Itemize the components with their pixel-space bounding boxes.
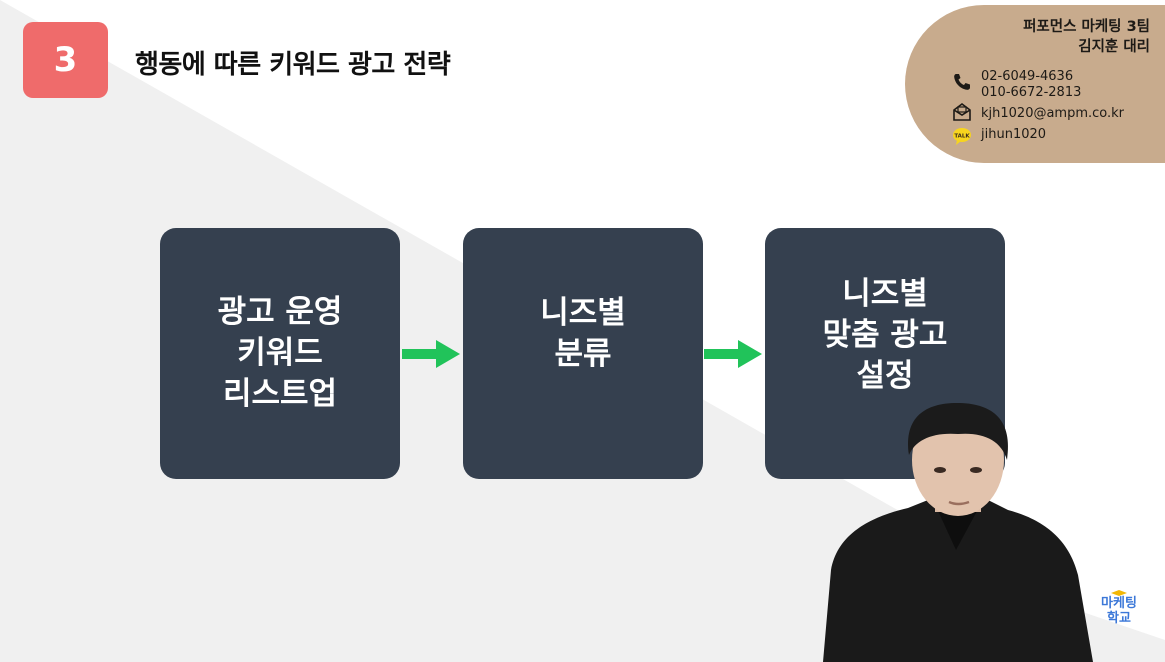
contact-team: 퍼포먼스 마케팅 3팀 <box>1023 19 1150 35</box>
logo-line-2: 학교 <box>1107 611 1131 626</box>
logo-line-1: 마케팅 <box>1101 596 1137 611</box>
flow-step-line: 설정 <box>856 358 914 394</box>
flow-step-keyword-listup: 광고 운영 키워드 리스트업 <box>160 228 400 479</box>
contact-panel: 퍼포먼스 마케팅 3팀 김지훈 대리 02-6049-4636 010-6672… <box>905 5 1165 163</box>
contact-office-phone: 02-6049-4636 <box>981 69 1074 84</box>
slide-title: 행동에 따른 키워드 광고 전략 <box>135 50 451 80</box>
contact-name: 김지훈 대리 <box>1078 39 1150 55</box>
flow-step-needs-classification: 니즈별 분류 <box>463 228 703 479</box>
flow-step-line: 광고 운영 <box>217 294 343 330</box>
contact-mobile-phone: 010-6672-2813 <box>981 85 1082 100</box>
presenter-video <box>823 402 1093 662</box>
kakaotalk-icon: TALK <box>953 128 971 145</box>
contact-email: kjh1020@ampm.co.kr <box>981 106 1125 121</box>
phone-icon <box>954 74 970 90</box>
flow-step-line: 리스트업 <box>222 376 338 412</box>
marketing-school-logo: 마케팅 학교 <box>1094 590 1144 636</box>
flow-arrow-icon <box>402 340 460 368</box>
flow-step-line: 니즈별 <box>842 276 928 312</box>
contact-kakao-id: jihun1020 <box>981 127 1047 142</box>
flow-arrow-icon <box>704 340 762 368</box>
flow-step-line: 니즈별 <box>540 294 626 331</box>
flow-step-line: 키워드 <box>237 335 323 371</box>
svg-text:TALK: TALK <box>954 134 970 140</box>
flow-step-line: 분류 <box>554 335 612 372</box>
graduation-cap-icon <box>1111 590 1127 596</box>
mail-icon <box>953 103 971 121</box>
section-number-badge: 3 <box>23 22 108 98</box>
flow-step-line: 맞춤 광고 <box>822 317 948 353</box>
